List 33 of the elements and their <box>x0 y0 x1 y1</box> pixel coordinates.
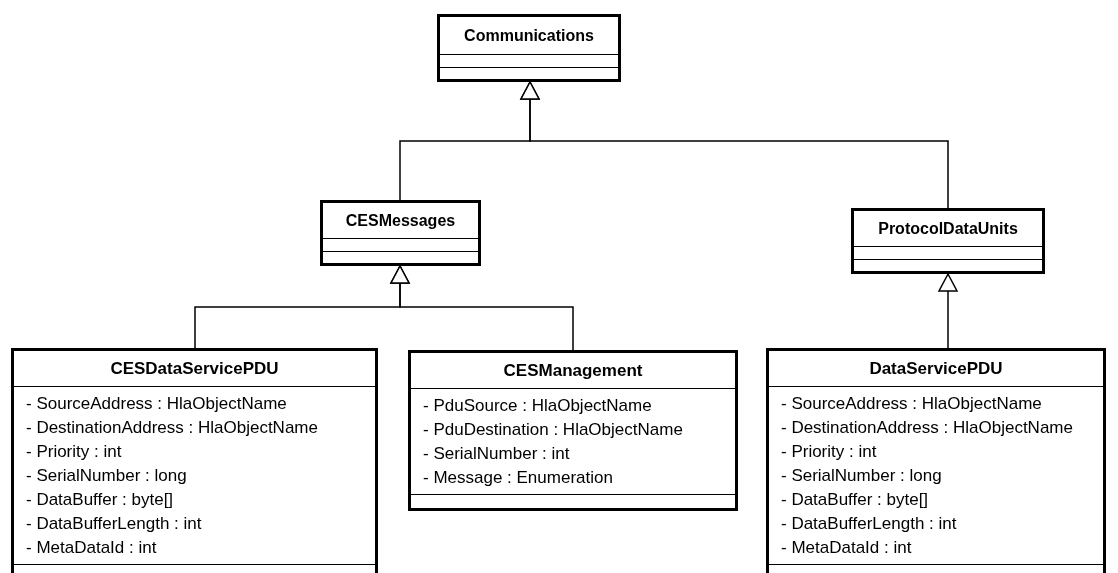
class-box <box>11 348 378 573</box>
inheritance-arrow <box>938 273 958 349</box>
attribute: - DataBufferLength : int <box>781 513 957 535</box>
attribute: - DestinationAddress : HlaObjectName <box>781 417 1073 439</box>
attribute: - SerialNumber : int <box>423 443 570 465</box>
attribute: - DataBufferLength : int <box>26 513 202 535</box>
inheritance-arrow <box>520 81 949 209</box>
attribute: - Priority : int <box>781 441 877 463</box>
attribute: - Priority : int <box>26 441 122 463</box>
class-box <box>766 348 1106 573</box>
attribute: - SourceAddress : HlaObjectName <box>781 393 1042 415</box>
class-box <box>437 14 621 82</box>
inheritance-arrow <box>390 265 574 351</box>
attribute: - DataBuffer : byte[] <box>26 489 174 511</box>
class-name: ProtocolDataUnits <box>878 219 1018 238</box>
class-box <box>851 208 1045 274</box>
attribute: - MetaDataId : int <box>781 537 912 559</box>
attribute: - PduSource : HlaObjectName <box>423 395 652 417</box>
class-name: Communications <box>464 26 594 45</box>
class-box <box>320 200 481 266</box>
class-name: CESMessages <box>345 211 456 230</box>
class-name: DataServicePDU <box>869 358 1003 379</box>
attribute: - MetaDataId : int <box>26 537 157 559</box>
attribute: - SerialNumber : long <box>781 465 942 487</box>
attribute: - DataBuffer : byte[] <box>781 489 929 511</box>
class-box <box>408 350 738 511</box>
class-name: CESManagement <box>503 360 643 381</box>
attribute: - Message : Enumeration <box>423 467 613 489</box>
attribute: - DestinationAddress : HlaObjectName <box>26 417 318 439</box>
class-name: CESDataServicePDU <box>110 358 279 379</box>
attribute: - SourceAddress : HlaObjectName <box>26 393 287 415</box>
attribute: - PduDestination : HlaObjectName <box>423 419 683 441</box>
attribute: - SerialNumber : long <box>26 465 187 487</box>
